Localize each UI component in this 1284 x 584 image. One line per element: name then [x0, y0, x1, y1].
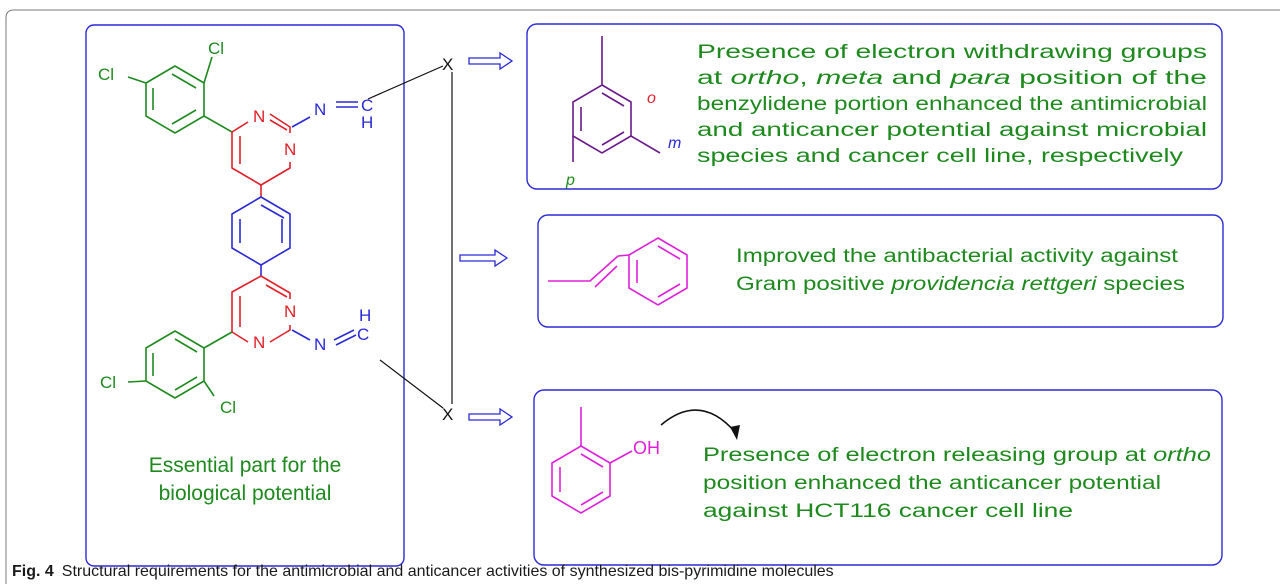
box-antibacterial: [537, 214, 1224, 328]
box-withdrawing-groups: [526, 23, 1223, 190]
top-dichlorophenyl-ring: [127, 56, 233, 134]
atom-n-2: N: [284, 140, 296, 159]
essential-part-line2: biological potential: [159, 482, 332, 505]
oh-label: OH: [633, 438, 660, 458]
benzylidene-ring: [572, 36, 661, 162]
essential-part-line1: Essential part for the: [149, 454, 342, 477]
hollow-arrows: [459, 51, 514, 427]
meta-position-label: m: [668, 135, 681, 152]
atom-cl-bottom-left: Cl: [100, 373, 116, 392]
atom-cl-bottom-right: Cl: [220, 398, 236, 417]
atom-labels: Cl Cl N N N C H N N N C H Cl Cl X X: [98, 39, 453, 424]
box1-line2: at ortho, meta and para position of the: [697, 68, 1207, 89]
box2-line1: Improved the antibacterial activity agai…: [736, 246, 1179, 267]
box1-text: Presence of electron withdrawing groups …: [697, 42, 1207, 167]
box3-line1: Presence of electron releasing group at …: [703, 445, 1211, 466]
box2-line2: Gram positive providencia rettgeri speci…: [736, 274, 1185, 295]
box1-line5: species and cancer cell line, respective…: [697, 146, 1184, 167]
x-bottom-label: X: [442, 405, 453, 424]
box1-line3: benzylidene portion enhanced the antimic…: [697, 94, 1207, 115]
box1-line1: Presence of electron withdrawing groups: [697, 42, 1207, 63]
box1-line4: and anticancer potential against microbi…: [697, 120, 1207, 141]
top-pyrimidine-ring: [231, 113, 291, 197]
atom-imine-n-bottom: N: [314, 335, 326, 354]
atom-imine-c-top: C: [361, 96, 373, 115]
atom-imine-h-top: H: [361, 113, 373, 132]
arrow-to-box2: [459, 248, 509, 268]
bis-pyrimidine-molecule: [127, 56, 453, 409]
phenol-fragment: [551, 407, 633, 514]
bottom-pyrimidine-ring: [231, 275, 291, 343]
curved-arrow: [660, 409, 736, 433]
bottom-dichlorophenyl-ring: [127, 330, 233, 399]
styryl-fragment: [548, 237, 688, 306]
para-position-label: p: [565, 172, 575, 189]
ortho-position-label: o: [647, 90, 656, 107]
bottom-imine-link: [291, 329, 357, 346]
atom-cl-top-left: Cl: [98, 65, 114, 84]
box3-line3: against HCT116 cancer cell line: [703, 501, 1073, 522]
atom-n-1: N: [253, 107, 265, 126]
atom-imine-c-bottom: C: [357, 325, 369, 344]
central-phenylene-ring: [231, 196, 291, 276]
atom-n-4: N: [253, 333, 265, 352]
atom-imine-n-top: N: [314, 100, 326, 119]
curved-arrow-head: [730, 425, 740, 440]
arrow-to-box1: [468, 51, 514, 71]
atom-n-3: N: [284, 302, 296, 321]
box-releasing-group: [533, 389, 1223, 566]
x-connection-lines: [367, 65, 453, 409]
figure-frame: [5, 9, 1280, 584]
top-imine-link: [291, 101, 358, 128]
essential-part-box: [85, 24, 405, 567]
atom-imine-h-bottom: H: [359, 306, 371, 325]
x-top-label: X: [442, 55, 453, 74]
atom-cl-top-right: Cl: [208, 39, 224, 58]
arrow-to-box3: [468, 407, 514, 427]
box3-line2: position enhanced the anticancer potenti…: [703, 473, 1161, 494]
